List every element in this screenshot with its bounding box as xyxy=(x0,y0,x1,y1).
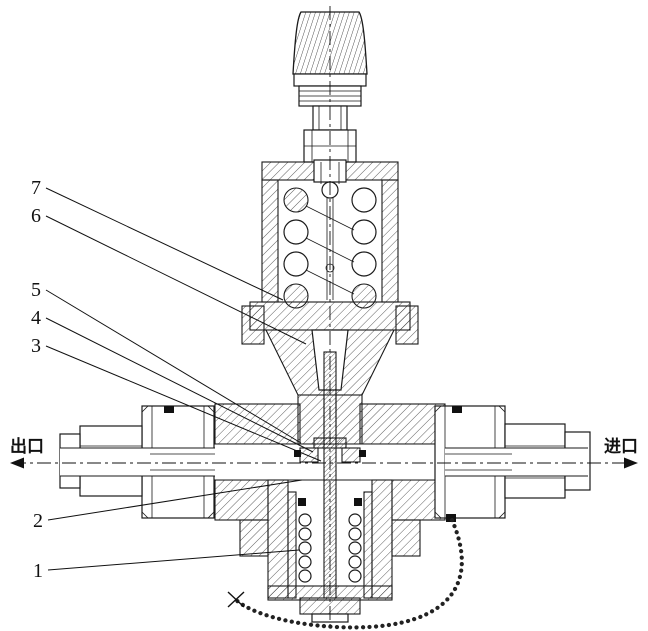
callout-3: 3 xyxy=(31,335,41,357)
spring-chamber-wall-right xyxy=(381,179,399,303)
lower-seal-left xyxy=(298,498,306,506)
bottom-wall-right xyxy=(371,479,393,599)
flow-direction-labels: 出口 进口 xyxy=(10,436,638,469)
callout-4: 4 xyxy=(31,307,41,329)
outlet-port-assembly xyxy=(59,405,215,519)
outlet-bore-walls xyxy=(60,447,215,477)
leader-line-7 xyxy=(45,187,284,301)
screw-passage-lines xyxy=(320,162,340,184)
centerlines xyxy=(12,6,636,626)
outlet-bore xyxy=(60,448,215,476)
inlet-port-assembly xyxy=(434,405,591,519)
body-neck-right xyxy=(335,394,363,445)
chain-anchor xyxy=(446,514,456,522)
spring-stem-lines xyxy=(326,198,334,300)
callout-2: 2 xyxy=(33,510,43,532)
bottom-step-right xyxy=(391,519,421,557)
inlet-bore-step xyxy=(445,453,512,471)
body-shoulder-right xyxy=(359,403,446,445)
bottom-spring-chamber xyxy=(239,479,421,623)
chain-end-x-mark xyxy=(227,591,245,608)
inlet-label: 进口 xyxy=(604,437,638,456)
callout-6: 6 xyxy=(31,205,41,227)
screw-thread-lines xyxy=(318,106,342,130)
inlet-hex-flats xyxy=(505,445,565,479)
inlet-bore-walls xyxy=(445,447,588,477)
bottom-spring-coils xyxy=(298,513,362,583)
outlet-label: 出口 xyxy=(10,436,44,456)
lower-seal-right xyxy=(354,498,362,506)
leader-line-1 xyxy=(47,549,300,571)
spring-chamber-wall-left xyxy=(261,179,279,303)
outlet-bore-step xyxy=(150,453,215,471)
inlet-bore xyxy=(445,448,588,476)
body-neck-left xyxy=(297,394,325,445)
bottom-wall-left xyxy=(267,479,289,599)
spring-chamber xyxy=(261,159,399,309)
callout-labels: 7 6 5 4 3 2 1 xyxy=(31,177,43,582)
outlet-nut-seal-mark xyxy=(164,406,174,413)
callout-leaders xyxy=(45,187,322,571)
seal-ring-right xyxy=(359,450,366,457)
leader-line-4 xyxy=(45,317,314,453)
bottom-liner-left xyxy=(287,491,297,599)
callout-1: 1 xyxy=(33,560,43,582)
lock-nut-facets xyxy=(304,130,356,162)
chain-curve xyxy=(233,517,464,630)
bottom-step-left xyxy=(239,519,269,557)
leader-line-3 xyxy=(45,345,322,462)
dust-cap-chain xyxy=(227,514,464,630)
callout-5: 5 xyxy=(31,279,41,301)
leader-line-2 xyxy=(47,479,303,521)
body-lower-left xyxy=(214,479,269,521)
callout-7: 7 xyxy=(31,177,41,199)
seal-ring-left xyxy=(294,450,301,457)
valve-seat-right xyxy=(341,447,361,463)
inlet-nut-seal-mark xyxy=(452,406,462,413)
leader-line-6 xyxy=(45,215,307,345)
bottom-liner-right xyxy=(363,491,373,599)
leader-line-5 xyxy=(45,289,302,444)
